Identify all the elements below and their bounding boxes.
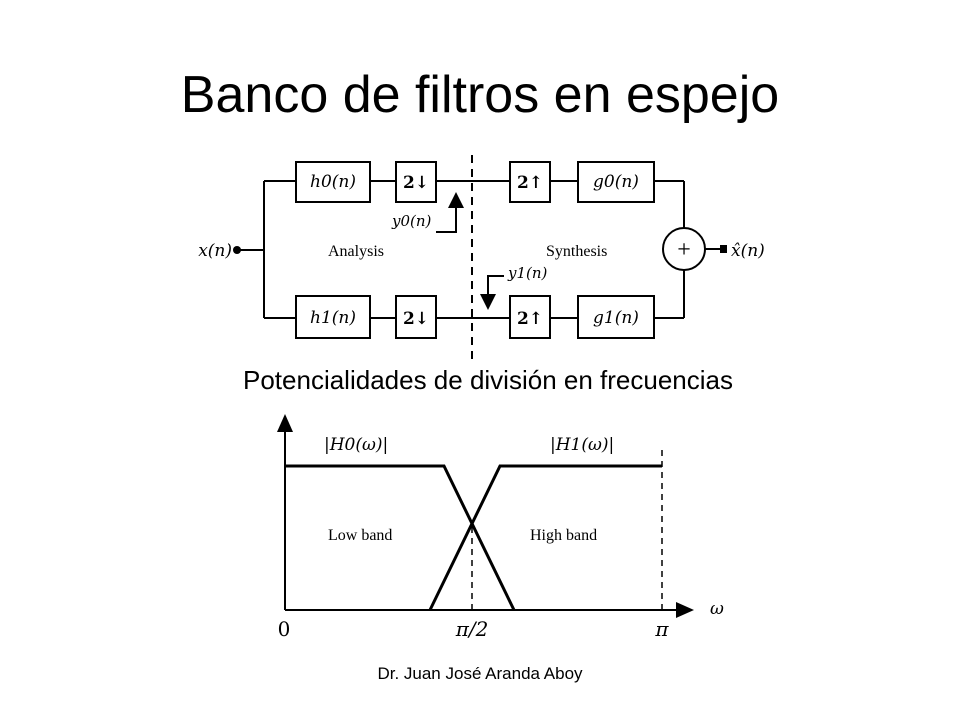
output-label: x̂(n) [731,241,765,261]
filter-bank-diagram: + x(n) x̂(n) Analysis Synthesis h0(n) 2↓… [198,155,765,360]
g0-label: g0(n) [593,172,639,192]
x-tick-pi-half: π/2 [455,617,489,641]
x-tick-0: 0 [278,617,291,641]
h0-box [295,161,371,203]
h0-magnitude-label: |H0(ω)| [324,435,388,455]
upsampler-lower-box [509,295,551,339]
y1-label: y1(n) [507,264,548,282]
analysis-label: Analysis [328,243,384,260]
upsampler-lower-label: 2↑ [517,309,543,329]
downsampler-upper-label: 2↓ [403,173,429,193]
x-axis-label: ω [710,599,724,619]
h1-box [295,295,371,339]
downsampler-lower-label: 2↓ [403,309,429,329]
input-label: x(n) [198,241,232,261]
h0-curve [285,464,516,611]
adder-symbol: + [677,237,691,263]
g1-label: g1(n) [593,308,639,328]
high-band-label: High band [530,527,597,544]
low-band-label: Low band [328,527,392,544]
slide-footer: Dr. Juan José Aranda Aboy [377,664,583,683]
frequency-response-diagram: |H0(ω)| |H1(ω)| Low band High band ω 0 π… [277,414,724,641]
x-tick-pi: π [654,617,669,641]
h1-curve [428,464,662,611]
g0-box [577,161,655,203]
h0-label: h0(n) [310,172,356,192]
h1-label: h1(n) [310,308,356,328]
y0-label: y0(n) [391,212,432,230]
diagram-subtitle: Potencialidades de división en frecuenci… [243,365,733,395]
synthesis-label: Synthesis [546,243,607,260]
downsampler-lower-box [395,295,437,339]
upsampler-upper-label: 2↑ [517,173,543,193]
h1-magnitude-label: |H1(ω)| [550,435,614,455]
slide-title: Banco de filtros en espejo [180,66,780,124]
